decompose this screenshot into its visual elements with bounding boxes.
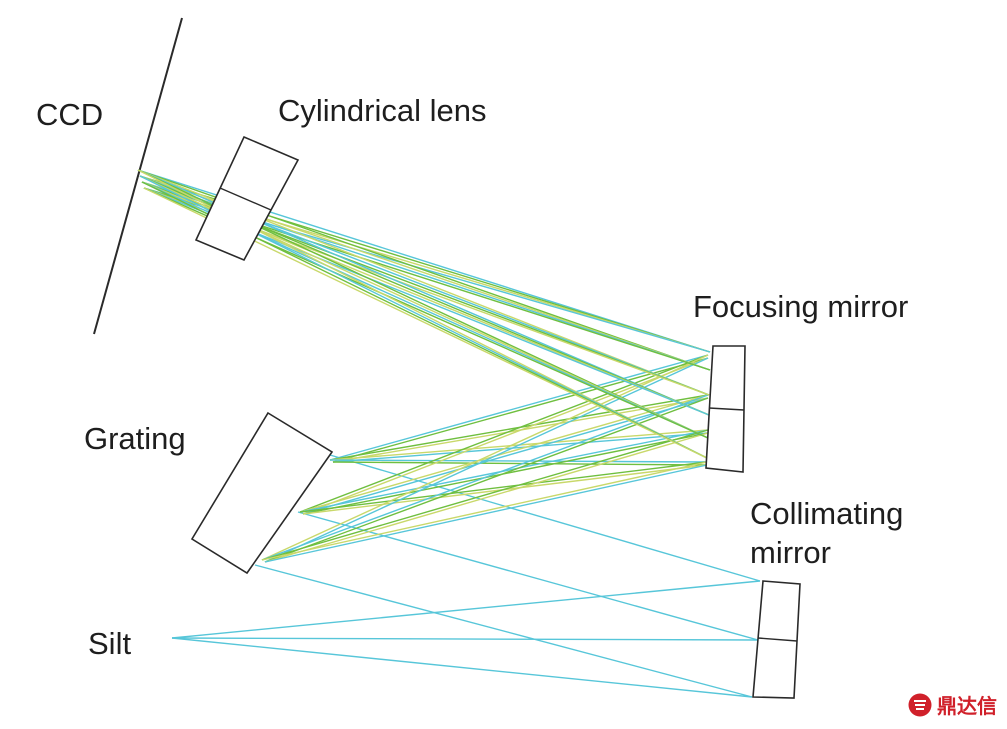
label-cylindrical-lens: Cylindrical lens: [278, 93, 486, 128]
ray-collimated: [297, 511, 759, 641]
label-slit: Silt: [88, 626, 131, 661]
ray-dispersed: [264, 397, 709, 563]
ray-dispersed: [329, 354, 709, 461]
ray-collimated: [254, 564, 753, 698]
ray-slit: [171, 580, 761, 639]
ray-dispersed: [264, 432, 709, 563]
ray-dispersed: [264, 464, 708, 563]
ray-slit: [171, 637, 753, 698]
focusing-mirror-divider: [708, 407, 745, 411]
ray-dispersed: [332, 461, 708, 466]
ray-dispersed: [332, 357, 709, 463]
label-focusing-mirror: Focusing mirror: [693, 289, 908, 324]
watermark-logo-icon: [908, 693, 932, 716]
ray-dispersed: [332, 432, 709, 463]
label-ccd: CCD: [36, 97, 103, 132]
ray-dispersed: [264, 357, 709, 563]
label-collimating-mirror-line2: mirror: [750, 535, 831, 570]
grating: [190, 411, 334, 575]
cylindrical-lens-divider: [219, 187, 272, 211]
ray-dispersed: [299, 354, 709, 513]
watermark: 鼎达信: [907, 690, 997, 719]
ray-dispersed: [299, 394, 709, 513]
label-collimating-mirror-line1: Collimating: [750, 496, 903, 531]
label-grating: Grating: [84, 421, 186, 456]
ray-dispersed: [302, 397, 709, 515]
ccd-detector: [93, 17, 183, 335]
collimating-mirror-divider: [757, 637, 798, 642]
ray-slit: [171, 637, 759, 641]
ray-dispersed: [261, 461, 708, 561]
cylindrical-lens: [194, 135, 300, 262]
ray-dispersed: [299, 461, 708, 513]
ray-collimated: [329, 454, 761, 582]
ray-dispersed: [261, 354, 709, 561]
ray-dispersed: [302, 357, 709, 515]
watermark-text: 鼎达信: [937, 694, 997, 718]
rays-slit-to-collimator: [171, 580, 761, 698]
ray-dispersed: [261, 429, 709, 561]
ray-dispersed: [329, 459, 708, 463]
